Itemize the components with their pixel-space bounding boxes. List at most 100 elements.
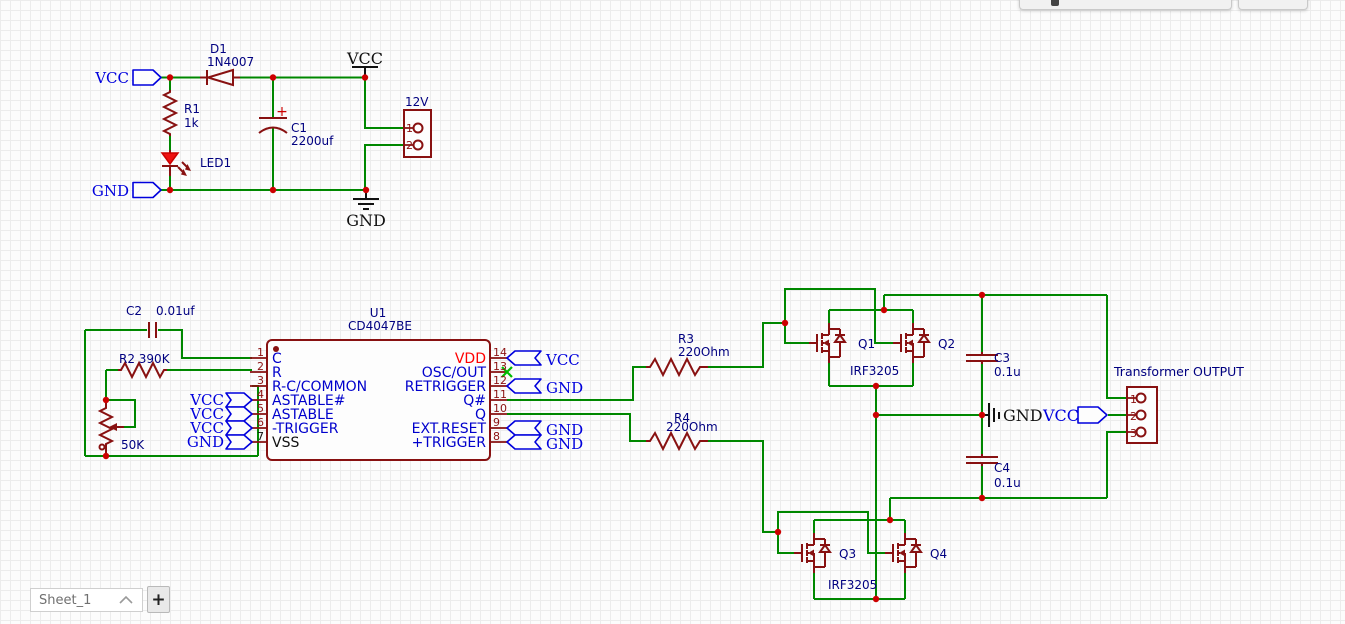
- conn-12v[interactable]: [403, 109, 432, 158]
- gnd-in-label: GND: [92, 182, 129, 200]
- irf3205-lower-label: IRF3205: [828, 578, 877, 592]
- conn12v-label: 12V: [405, 95, 429, 109]
- u1-pin13-number: 13: [493, 360, 507, 373]
- u1-pin12-netflag-label: GND: [546, 379, 583, 397]
- r2-resistor[interactable]: [118, 360, 167, 380]
- u1-pin10-number: 10: [493, 402, 507, 415]
- u1-pin9-netflag-label: GND: [546, 421, 583, 439]
- c3-capacitor[interactable]: [966, 352, 998, 364]
- c1-value: 2200uf: [291, 134, 334, 148]
- c1-capacitor[interactable]: [258, 117, 288, 134]
- d1-value: 1N4007: [207, 55, 254, 69]
- schematic-labels: VCCGNDD11N4007R11kLED1+C12200ufVCCGND12V…: [92, 42, 1244, 592]
- vcc-mid-netflag[interactable]: [1077, 406, 1108, 424]
- q1-mosfet[interactable]: [808, 322, 846, 364]
- u1-pin14-netflag[interactable]: [506, 350, 542, 366]
- u1-pin10-name: Q: [475, 407, 486, 423]
- c1-ref: C1: [291, 121, 307, 135]
- u1-pin6-netflag[interactable]: [225, 420, 253, 436]
- r1-resistor[interactable]: [161, 90, 179, 136]
- u1-pin4-name: ASTABLE#: [272, 393, 346, 409]
- gnd-input-netflag[interactable]: [132, 181, 162, 199]
- u1-ic[interactable]: [250, 339, 507, 461]
- gnd-mid-label: GND: [1003, 406, 1043, 425]
- r3-resistor[interactable]: [646, 356, 708, 378]
- r3-ref: R3: [678, 332, 694, 346]
- u1-pin9-number: 9: [493, 416, 500, 429]
- q4-ref: Q4: [930, 547, 947, 561]
- u1-pin4-netflag[interactable]: [225, 392, 253, 408]
- gnd-power-label: GND: [346, 211, 386, 230]
- r4-resistor[interactable]: [646, 430, 708, 452]
- u1-pin13-noconnect-icon: [501, 366, 513, 378]
- q1-ref: Q1: [858, 337, 875, 351]
- u1-pin3-name: R-C/COMMON: [272, 379, 367, 395]
- u1-ref: U1: [370, 306, 386, 320]
- u1-pin4-netflag-label: VCC: [189, 391, 224, 409]
- u1-pin9-netflag[interactable]: [506, 420, 542, 436]
- connout-pin2-number: 2: [1130, 410, 1137, 423]
- led1-led[interactable]: [160, 150, 191, 176]
- u1-pin7-netflag[interactable]: [225, 434, 253, 450]
- toolbar-icon-partial: [1051, 0, 1059, 6]
- c2-ref: C2: [126, 304, 142, 318]
- wire-junctions: [102, 74, 986, 603]
- irf3205-upper-label: IRF3205: [850, 364, 899, 378]
- c2-capacitor[interactable]: [148, 322, 157, 338]
- r1-ref: R1: [184, 102, 200, 116]
- d1-ref: D1: [210, 42, 227, 56]
- toolbar-panel-partial: [1019, 0, 1232, 10]
- sheet-collapse-icon[interactable]: [118, 595, 134, 605]
- u1-pin1-number: 1: [257, 346, 264, 359]
- u1-pin6-name: -TRIGGER: [272, 421, 339, 437]
- pot-value: 50K: [121, 438, 145, 452]
- u1-pin6-netflag-label: VCC: [189, 419, 224, 437]
- u1-pin14-netflag-label: VCC: [545, 351, 580, 369]
- u1-pin8-netflag-label: GND: [546, 435, 583, 453]
- u1-pin8-name: +TRIGGER: [412, 435, 487, 451]
- u1-pin7-name: VSS: [272, 435, 299, 451]
- vcc-input-netflag[interactable]: [132, 69, 162, 86]
- u1-pin2-number: 2: [257, 360, 264, 373]
- q3-ref: Q3: [839, 547, 856, 561]
- u1-pin8-number: 8: [493, 430, 500, 443]
- c4-capacitor[interactable]: [966, 454, 998, 466]
- conn12v-pin1-number: 1: [406, 122, 413, 135]
- u1-pin14-name: VDD: [455, 351, 486, 367]
- u1-pin11-number: 11: [493, 388, 507, 401]
- sheet-tab[interactable]: Sheet_1: [30, 588, 143, 612]
- u1-pin13-name: OSC/OUT: [422, 365, 487, 381]
- r1-value: 1k: [184, 116, 199, 130]
- r4-ref: R4: [674, 411, 690, 425]
- q4-mosfet[interactable]: [884, 532, 922, 574]
- add-sheet-button[interactable]: +: [147, 586, 170, 613]
- vcc-mid-label: VCC: [1042, 406, 1079, 425]
- u1-pin8-netflag[interactable]: [506, 434, 542, 450]
- u1-pin7-netflag-label: GND: [187, 433, 224, 451]
- c2-value: 0.01uf: [156, 304, 195, 318]
- conn12v-pin2-number: 2: [406, 139, 413, 152]
- u1-pin9-name: EXT.RESET: [412, 421, 487, 437]
- q3-mosfet[interactable]: [793, 532, 831, 574]
- connout-pin3-number: 3: [1130, 427, 1137, 440]
- gnd-mid-flag[interactable]: [985, 403, 1000, 427]
- d1-diode[interactable]: [200, 68, 240, 87]
- wires-output-section[interactable]: [507, 288, 1127, 600]
- q2-mosfet[interactable]: [892, 322, 930, 364]
- c1-plus: +: [276, 104, 288, 120]
- u1-pin5-netflag[interactable]: [225, 406, 253, 422]
- conn-transformer-output[interactable]: [1126, 386, 1158, 444]
- u1-pin12-netflag[interactable]: [506, 378, 542, 394]
- r2-label: R2 390K: [119, 352, 171, 366]
- gnd-power-flag[interactable]: [353, 190, 379, 210]
- u1-value: CD4047BE: [348, 319, 412, 333]
- c4-ref: C4: [994, 461, 1010, 475]
- r4-value: 220Ohm: [666, 420, 718, 434]
- connout-pin1-number: 1: [1130, 393, 1137, 406]
- pot-50k[interactable]: [97, 400, 125, 456]
- c3-value: 0.1u: [994, 365, 1021, 379]
- wires-power-section[interactable]: [161, 76, 404, 191]
- u1-pin12-number: 12: [493, 374, 507, 387]
